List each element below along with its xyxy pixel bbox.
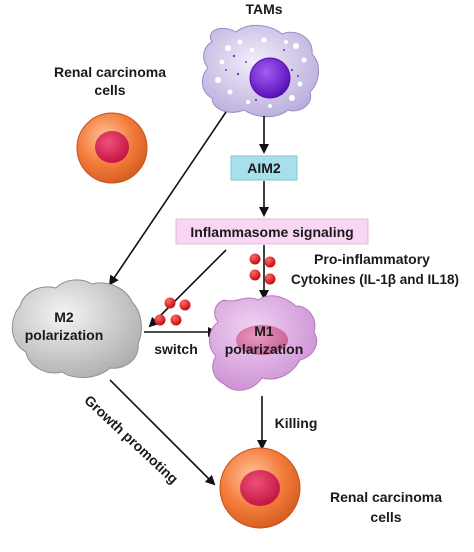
arrows xyxy=(108,111,269,486)
cytokine-dots-right xyxy=(249,253,276,285)
renal-nucleus-top xyxy=(95,131,129,163)
growth-promoting-label: Growth promoting xyxy=(81,392,181,487)
m2-label-line2: polarization xyxy=(25,327,104,343)
m2-label-line1: M2 xyxy=(54,309,74,325)
killing-label: Killing xyxy=(275,415,318,431)
renal-nucleus-bottom xyxy=(240,470,280,506)
cytokines-label-line2: Cytokines (IL-1β and IL18) xyxy=(291,272,459,287)
arrow-m2-to-renal-growth xyxy=(109,379,216,486)
inflammasome-label: Inflammasome signaling xyxy=(190,224,353,240)
renal-top-label-line2: cells xyxy=(94,82,125,98)
renal-cell-top xyxy=(76,112,148,184)
m1-label-line1: M1 xyxy=(254,323,274,339)
m1-label-line2: polarization xyxy=(225,341,304,357)
tam-cell xyxy=(202,25,319,118)
m1-cell xyxy=(209,295,318,391)
switch-label: switch xyxy=(154,341,198,357)
aim2-label: AIM2 xyxy=(247,160,281,176)
renal-top-label-line1: Renal carcinoma xyxy=(54,64,166,80)
cytokines-label-line1: Pro-inflammatory xyxy=(314,251,430,267)
renal-cell-bottom xyxy=(219,447,301,529)
cytokine-dots-middle xyxy=(154,297,191,326)
m2-cell xyxy=(11,279,142,378)
aim2-box xyxy=(230,155,298,181)
arrow-tam-to-m2 xyxy=(108,111,227,286)
tam-nucleus xyxy=(249,57,291,99)
inflammasome-box xyxy=(175,218,369,245)
tams-label: TAMs xyxy=(245,1,282,17)
renal-bottom-label-line2: cells xyxy=(370,509,401,525)
renal-bottom-label-line1: Renal carcinoma xyxy=(330,489,442,505)
tam-vesicles xyxy=(215,37,307,108)
arrow-inflammasome-to-m2 xyxy=(148,249,227,328)
m1-nucleus xyxy=(236,325,288,355)
